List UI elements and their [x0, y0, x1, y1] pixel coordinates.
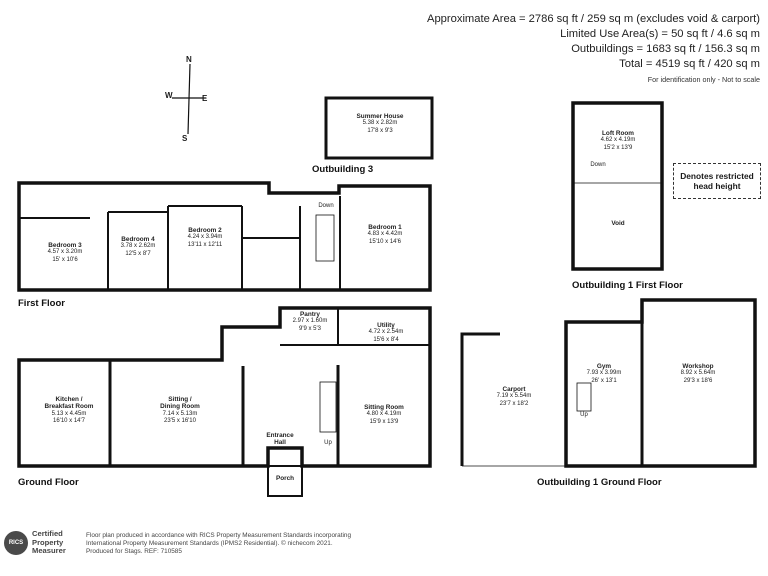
approx-area: Approximate Area = 2786 sq ft / 259 sq m…: [427, 13, 760, 25]
gym-stair-label: Up: [580, 412, 588, 418]
outbuildings-area: Outbuildings = 1683 sq ft / 156.3 sq m: [571, 43, 760, 55]
gym-stairs: [576, 382, 592, 412]
scale-note: For identification only - Not to scale: [647, 75, 760, 84]
room-void: Void: [611, 220, 625, 227]
total-area: Total = 4519 sq ft / 420 sq m: [619, 58, 760, 70]
label-ground-floor: Ground Floor: [18, 477, 79, 488]
rics-logo-icon: RICS: [4, 530, 28, 555]
area-summary: Approximate Area = 2786 sq ft / 259 sq m…: [427, 12, 760, 84]
label-outbuilding-1-ground: Outbuilding 1 Ground Floor: [537, 477, 662, 488]
room-porch: Porch: [275, 475, 295, 482]
compass-e: E: [202, 94, 208, 103]
loft-stair-label: Down: [590, 162, 606, 168]
compass-w: W: [165, 91, 173, 100]
footer-disclaimer: Floor plan produced in accordance with R…: [86, 532, 351, 556]
first-floor-outline: [17, 181, 432, 292]
ground-stairs: [319, 381, 337, 433]
limited-use-area: Limited Use Area(s) = 50 sq ft / 4.6 sq …: [560, 28, 760, 40]
ground-stair-label: Up: [324, 440, 332, 446]
restricted-height-legend: Denotes restricted head height: [673, 163, 761, 199]
label-first-floor: First Floor: [18, 298, 65, 309]
label-outbuilding-1-first: Outbuilding 1 First Floor: [572, 280, 683, 291]
compass-rose: [172, 63, 206, 135]
compass-s: S: [182, 134, 188, 143]
summer-house-outline: [324, 96, 434, 160]
first-stair-label: Down: [318, 203, 334, 209]
compass-n: N: [186, 55, 192, 64]
loft-outline: [571, 101, 664, 271]
first-stairs: [315, 214, 335, 262]
carport-outline: [460, 332, 500, 466]
label-outbuilding-3: Outbuilding 3: [312, 164, 374, 175]
porch-outline: [267, 465, 303, 497]
